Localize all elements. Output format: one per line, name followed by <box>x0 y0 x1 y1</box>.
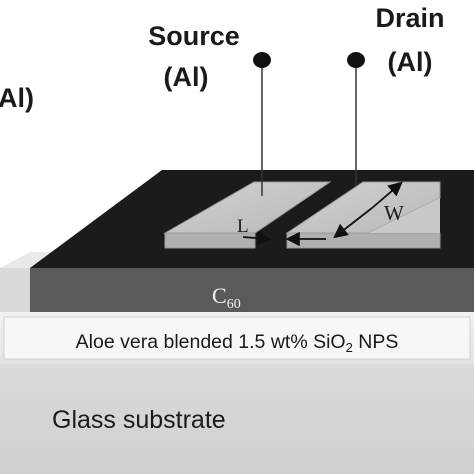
source-electrode <box>163 181 332 249</box>
semiconductor-subscript: 60 <box>227 297 241 312</box>
dielectric-label: Aloe vera blended 1.5 wt% SiO2 NPS <box>76 331 399 355</box>
channel-length-label: L <box>237 216 249 237</box>
source-material-label: (Al) <box>164 62 209 92</box>
channel-length-arrow-left <box>242 230 272 246</box>
probe-wires <box>253 52 365 196</box>
semiconductor-label: C60 <box>212 283 241 312</box>
gate-material-label: Al) <box>0 83 34 113</box>
drain-material-label: (Al) <box>388 47 433 77</box>
drain-label: Drain <box>375 3 444 33</box>
semiconductor-main: C <box>212 283 227 308</box>
channel-width-arrow-up <box>371 181 403 209</box>
drain-probe-tip <box>347 52 365 68</box>
source-label: Source <box>148 21 240 51</box>
channel-width-label: W <box>384 201 404 225</box>
channel-dimension-arrows <box>242 181 403 247</box>
dielectric-prefix: Aloe vera blended 1.5 wt% SiO <box>76 331 346 353</box>
dielectric-layer <box>0 312 474 364</box>
source-probe-tip <box>253 52 271 68</box>
substrate-label: Glass substrate <box>52 406 226 434</box>
dielectric-suffix: NPS <box>353 331 399 353</box>
dielectric-subscript: 2 <box>346 340 353 355</box>
channel-width-arrow-down <box>333 207 373 239</box>
